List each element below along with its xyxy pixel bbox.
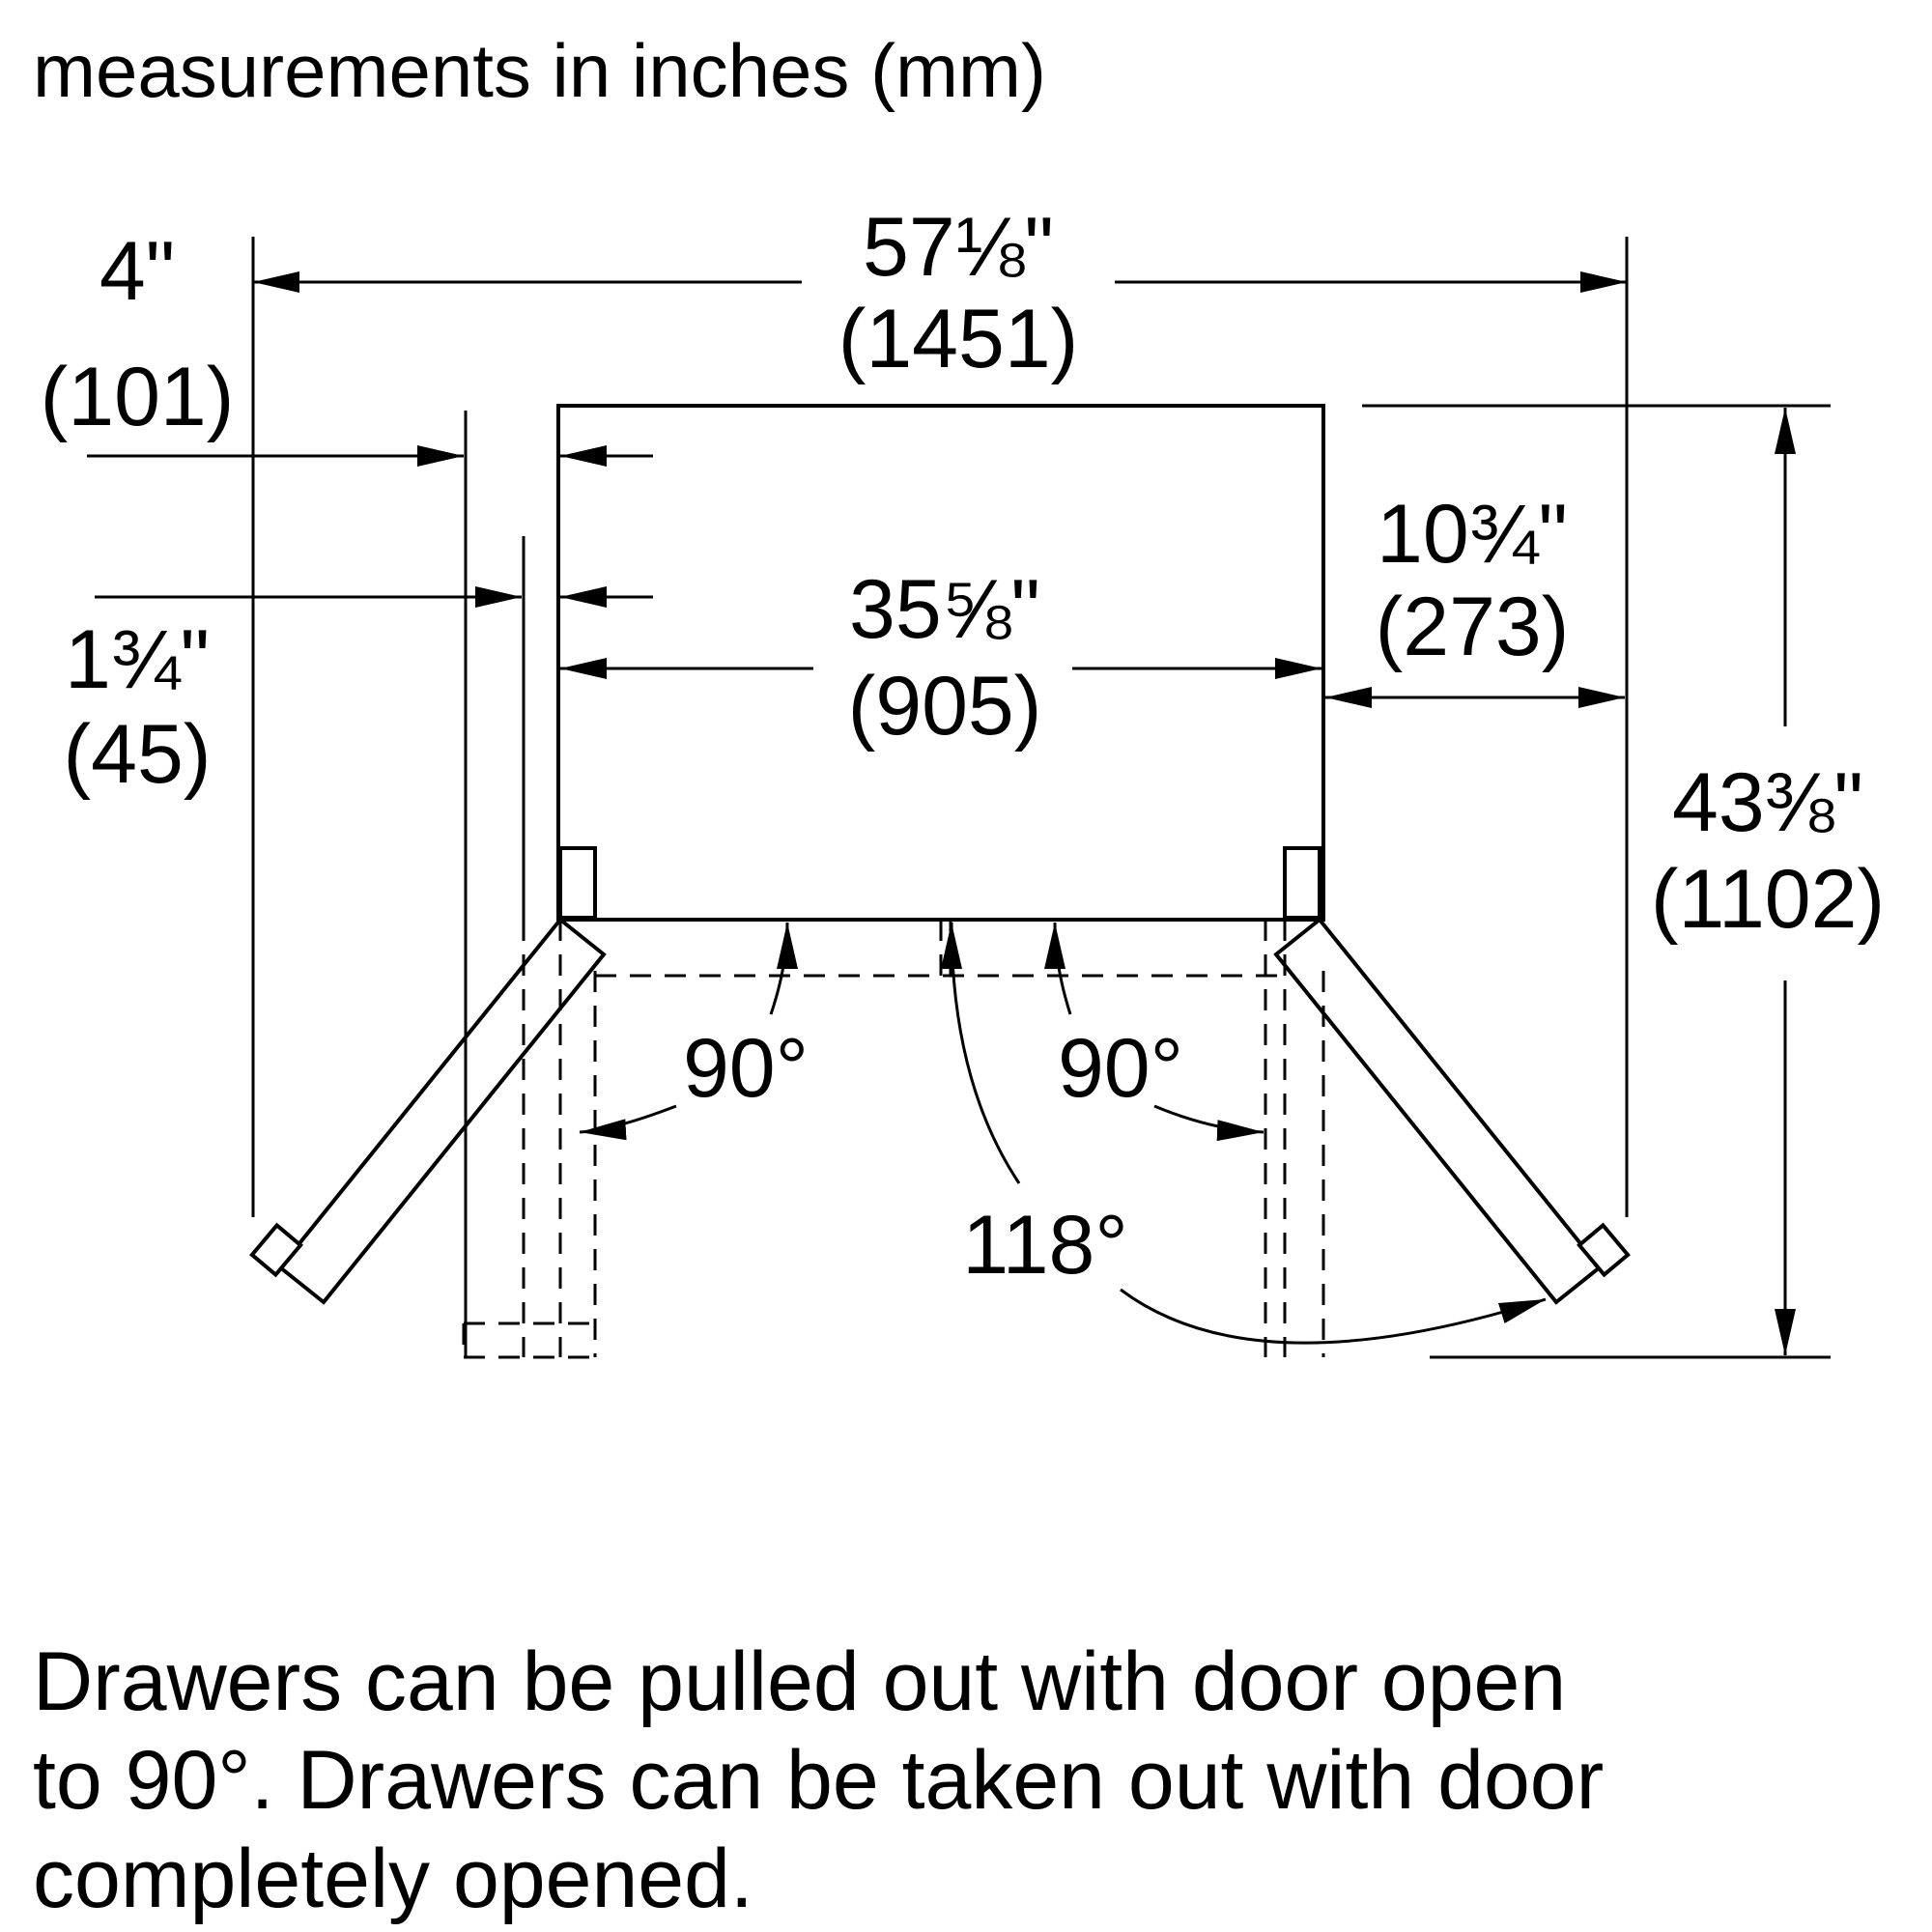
left-clearance-dimension: 4" (101): [41, 225, 653, 467]
left-door-90-outline: [462, 920, 597, 1359]
overall-width-imperial: 57⅛": [863, 201, 1054, 294]
left-clearance-imperial: 4": [99, 225, 175, 318]
diagram-heading: measurements in inches (mm): [33, 28, 1046, 113]
left-hinge-block: [558, 846, 597, 920]
right-clearance-metric: (273): [1376, 581, 1570, 673]
drawer-note: Drawers can be pulled out with door open…: [33, 1635, 1605, 1925]
right-clearance-imperial: 10¾": [1377, 488, 1568, 581]
right-door-open: [1273, 917, 1631, 1305]
left-door-open: [249, 917, 607, 1305]
left-clearance-metric: (101): [41, 351, 235, 443]
overall-width-metric: (1451): [838, 293, 1079, 385]
left-90-angle-label: 90°: [683, 1022, 809, 1115]
overall-depth-imperial: 43⅜": [1672, 756, 1863, 849]
door-thickness-imperial: 1¾": [65, 613, 210, 706]
door-thickness-metric: (45): [64, 708, 212, 801]
right-hinge-block: [1283, 846, 1321, 920]
right-90-angle-label: 90°: [1058, 1022, 1183, 1115]
right-90-angle: 90°: [1044, 922, 1264, 1142]
overall-width-dimension: 57⅛" (1451): [253, 201, 1627, 385]
left-90-angle: 90°: [579, 922, 809, 1141]
overall-depth-metric: (1102): [1651, 853, 1885, 946]
max-opening-angle: 118°: [941, 922, 1547, 1345]
cabinet-width-metric: (905): [848, 660, 1042, 753]
right-door-90-outline: [1264, 920, 1325, 1357]
cabinet-width-imperial: 35⅝": [849, 563, 1040, 656]
overall-depth-dimension: 43⅜" (1102): [1651, 408, 1885, 1355]
max-opening-angle-label: 118°: [962, 1199, 1128, 1292]
right-clearance-dimension: 10¾" (273): [1325, 488, 1625, 708]
cabinet-width-dimension: 35⅝" (905): [560, 563, 1321, 753]
door-thickness-dimension: 1¾" (45): [64, 586, 653, 801]
